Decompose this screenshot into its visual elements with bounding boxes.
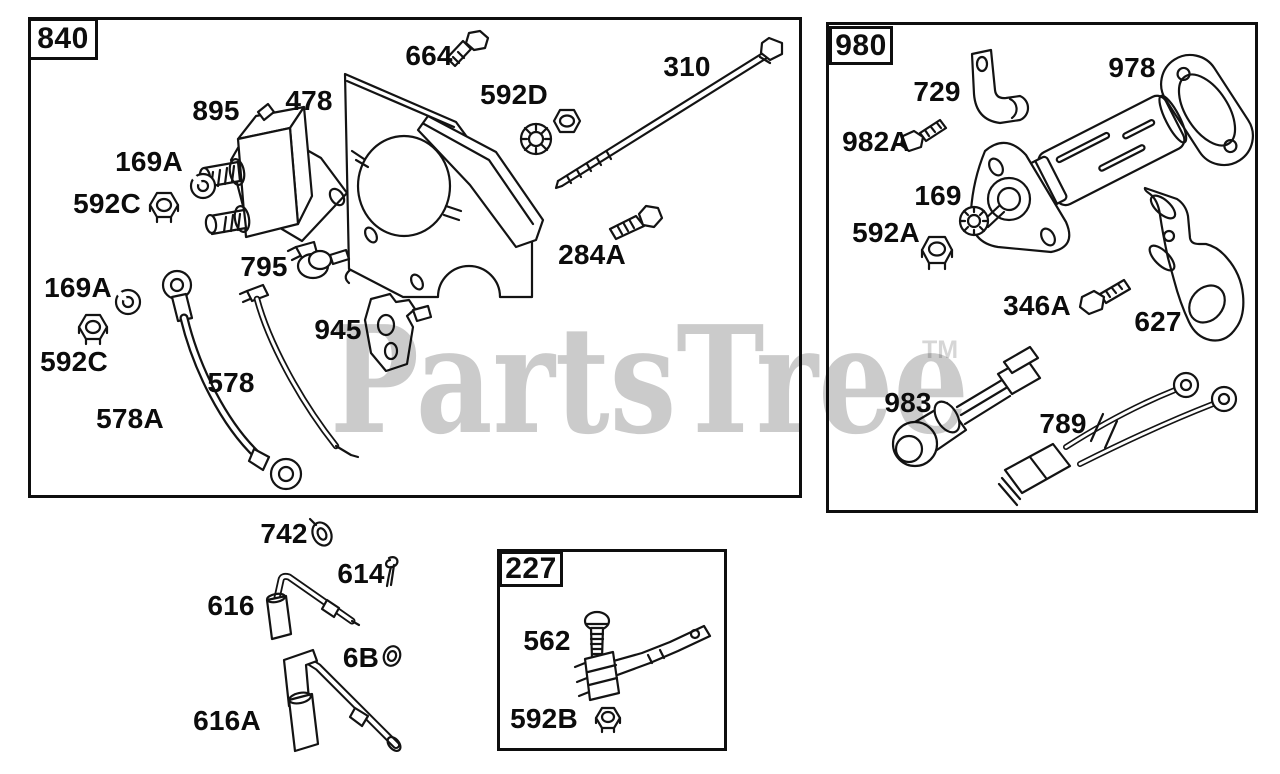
- nut-592b-drawing: [594, 706, 622, 734]
- plate-478-drawing: [343, 72, 545, 299]
- screw-562-drawing: [583, 610, 611, 660]
- part-label-616a: 616A: [193, 705, 261, 736]
- clip-742-drawing: [308, 517, 333, 547]
- part-label-592c-left: 592C: [40, 346, 108, 377]
- nut-592c-top-drawing: [148, 191, 180, 224]
- bolt-982a-drawing: [899, 118, 948, 153]
- part-label-284a: 284A: [558, 239, 626, 270]
- section-tag-227: 227: [499, 551, 563, 587]
- part-label-562: 562: [523, 625, 571, 656]
- part-label-895: 895: [192, 95, 240, 126]
- section-box-227: [497, 549, 727, 751]
- part-label-982a: 982A: [842, 126, 910, 157]
- part-label-592a: 592A: [852, 217, 920, 248]
- part-label-169a-left: 169A: [44, 272, 112, 303]
- washer-6b-drawing: [382, 645, 402, 667]
- switch-795-drawing: [286, 240, 351, 280]
- bracket-729-drawing: [970, 48, 1030, 125]
- switch-983-drawing: [891, 345, 1042, 468]
- part-label-795: 795: [240, 251, 288, 282]
- part-label-614: 614: [337, 558, 385, 589]
- section-tag-980: 980: [829, 26, 893, 65]
- part-label-742: 742: [260, 518, 308, 549]
- washer-169a-left-drawing: [114, 288, 142, 316]
- bolt-310-drawing: [554, 36, 784, 190]
- part-label-978: 978: [1108, 52, 1156, 83]
- part-label-169: 169: [914, 180, 962, 211]
- part-label-789: 789: [1039, 408, 1087, 439]
- starter-motor-drawing: [969, 94, 1188, 254]
- wire-578-drawing: [238, 283, 360, 459]
- washer-169a-top-drawing: [189, 172, 217, 200]
- part-label-6b: 6B: [342, 642, 380, 673]
- bolt-284a-drawing: [608, 204, 664, 241]
- part-label-310: 310: [663, 51, 711, 82]
- rod-616a-drawing: [282, 648, 402, 753]
- section-tag-840: 840: [28, 18, 98, 60]
- part-label-346a: 346A: [1003, 290, 1071, 321]
- part-label-592c-top: 592C: [73, 188, 141, 219]
- nut-592a-drawing: [920, 235, 954, 271]
- bolt-664-drawing: [445, 29, 490, 68]
- section-box-840: [28, 17, 802, 498]
- part-label-729: 729: [913, 76, 961, 107]
- part-label-592b: 592B: [510, 703, 578, 734]
- washer-592d-drawing: [519, 122, 553, 156]
- washer-169-drawing: [958, 205, 990, 237]
- part-label-478: 478: [285, 85, 333, 116]
- part-label-616: 616: [207, 590, 255, 621]
- nut-592c-left-drawing: [77, 313, 109, 346]
- part-label-592d: 592D: [480, 79, 548, 110]
- bracket-627-drawing: [1143, 186, 1245, 342]
- bolt-346a-drawing: [1078, 278, 1132, 316]
- part-label-578: 578: [207, 367, 255, 398]
- harness-789-drawing: [997, 371, 1238, 507]
- section-box-980: [826, 22, 1258, 513]
- brake-lever-227-drawing: [573, 624, 712, 702]
- cable-578a-drawing: [161, 269, 303, 491]
- part-label-627: 627: [1134, 306, 1182, 337]
- part-label-664: 664: [405, 40, 453, 71]
- part-label-578a: 578A: [96, 403, 164, 434]
- nut-592d-drawing: [552, 108, 582, 134]
- part-label-945: 945: [314, 314, 362, 345]
- part-label-169a-top: 169A: [115, 146, 183, 177]
- bracket-945-drawing: [363, 292, 433, 373]
- rod-616-drawing: [265, 572, 361, 641]
- part-label-983: 983: [884, 387, 932, 418]
- cotter-pin-614-drawing: [385, 556, 399, 588]
